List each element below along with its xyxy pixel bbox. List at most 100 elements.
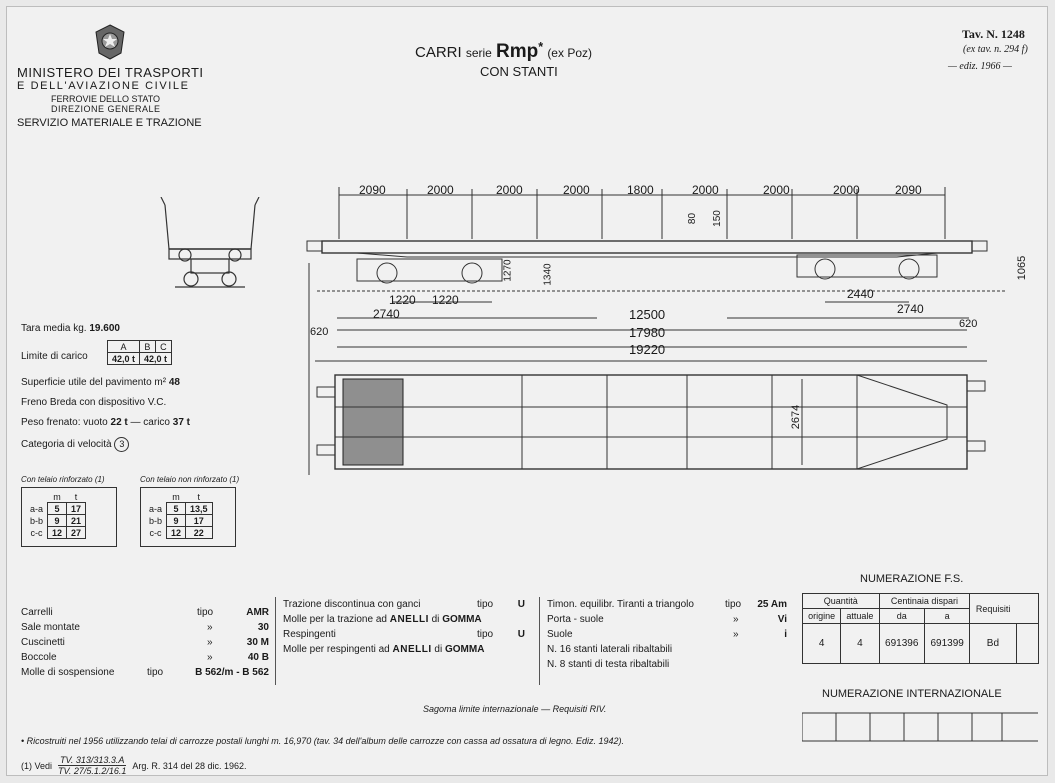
cell: 17	[66, 502, 87, 515]
cell: a-a	[30, 503, 44, 514]
component-value: 30 M	[246, 637, 269, 648]
th-t: t	[197, 491, 201, 502]
dim-top-1: 2090	[359, 183, 386, 197]
dim-1065: 1065	[1016, 255, 1029, 281]
component-row: N. 8 stanti di testa ribaltabili	[547, 657, 787, 672]
numerazione-fs-title: NUMERAZIONE F.S.	[860, 573, 964, 585]
component-row: Porta - suole»Vi	[547, 612, 787, 627]
dim-2740-left: 2740	[373, 307, 400, 321]
cell: 12	[47, 526, 68, 539]
component-label: Molle per respingenti ad	[283, 644, 390, 655]
component-value: U	[517, 629, 525, 640]
page-title: CARRI serie Rmp* (ex Poz)	[415, 40, 592, 63]
footnote-1: (1) Vedi TV. 313/313.3.A TV. 27/5.1.2/16…	[21, 755, 247, 776]
footnote-star: • Ricostruiti nel 1956 utilizzando telai…	[21, 736, 625, 746]
component-tipo: tipo	[197, 607, 214, 618]
velocita-label: Categoria di velocità	[21, 439, 112, 450]
dim-top-5: 1800	[627, 183, 654, 197]
component-label: Boccole	[21, 652, 57, 663]
freno: Freno Breda con dispositivo V.C.	[21, 397, 167, 408]
limite-col-c: C	[154, 340, 173, 353]
component-label: N. 16 stanti laterali ribaltabili	[547, 644, 673, 655]
cell: 13,5	[185, 502, 213, 515]
peso-sep: — carico	[130, 417, 170, 428]
component-label: Respingenti	[283, 629, 336, 640]
cell: 12	[166, 526, 187, 539]
component-value: U	[517, 599, 525, 610]
footnote-1-den: TV. 27/5.1.2/16.1	[58, 766, 127, 776]
h-requisiti-spacer	[1016, 593, 1039, 624]
page-subtitle: CON STANTI	[480, 64, 558, 79]
cell: a-a	[149, 503, 163, 514]
cell: 5	[166, 502, 187, 515]
divider	[275, 597, 276, 685]
component-tipo: »	[733, 629, 739, 640]
cell: 9	[47, 514, 68, 527]
wagon-side-and-plan-view	[306, 187, 1007, 475]
dim-bogie-3: 2440	[847, 287, 874, 301]
limite-col-b: B	[139, 340, 156, 353]
cell: b-b	[30, 515, 44, 526]
component-strong: ANELLI	[392, 644, 432, 655]
dim-2740-right: 2740	[897, 302, 924, 316]
emblem-icon	[95, 24, 125, 60]
component-tipo: tipo	[477, 599, 494, 610]
component-tipo: tipo	[477, 629, 494, 640]
component-row: Respingenti tipo U	[283, 627, 531, 642]
component-row: Cuscinetti»30 M	[21, 635, 269, 650]
row-attuale: 4	[840, 623, 880, 664]
row-a: 691399	[923, 623, 971, 664]
divider	[539, 597, 540, 685]
title-suffix: (ex Poz)	[547, 46, 592, 60]
tav-number: Tav. N. 1248	[962, 27, 1025, 41]
h-quantita: Quantità	[802, 593, 880, 609]
component-strong: ANELLI	[389, 614, 429, 625]
dim-stanti-150: 150	[711, 210, 723, 227]
row-origine: 4	[801, 623, 842, 664]
limite-table: A B C 42,0 t 42,0 t	[106, 340, 173, 365]
th-m: m	[172, 491, 180, 502]
peso-row: Peso frenato: vuoto 22 t — carico 37 t	[21, 417, 190, 428]
component-label: Carrelli	[21, 607, 53, 618]
h-requisiti: Requisiti	[969, 593, 1016, 624]
service-name: SERVIZIO MATERIALE E TRAZIONE	[17, 117, 202, 129]
footnote-1-fraction: TV. 313/313.3.A TV. 27/5.1.2/16.1	[56, 755, 128, 776]
component-mid: di	[434, 644, 443, 655]
component-label: Suole	[547, 629, 573, 640]
cell: b-b	[149, 515, 163, 526]
cell: 22	[185, 526, 213, 539]
tav-previous: (ex tav. n. 294 f)	[963, 44, 1028, 55]
sagoma-note: Sagoma limite internazionale — Requisiti…	[423, 704, 607, 714]
component-value: 25 Am	[757, 599, 787, 610]
tara-value: 19.600	[89, 323, 120, 334]
dim-12500: 12500	[629, 307, 666, 322]
numerazione-int-title: NUMERAZIONE INTERNAZIONALE	[822, 688, 1002, 700]
peso-vuoto: 22 t	[110, 417, 128, 428]
footnote-1-prefix: (1) Vedi	[21, 760, 53, 771]
dim-stanti-80: 80	[687, 212, 699, 225]
telaio-rinforzato-title: Con telaio rinforzato (1)	[21, 475, 105, 484]
component-row: Sale montate»30	[21, 620, 269, 635]
dim-1270: 1270	[502, 259, 514, 282]
wagon-end-view	[160, 197, 260, 288]
railway-line-2: DIREZIONE GENERALE	[51, 104, 161, 114]
component-tipo: tipo	[147, 667, 164, 678]
component-label: Cuscinetti	[21, 637, 65, 648]
tara-row: Tara media kg. 19.600	[21, 323, 120, 334]
numerazione-fs-table: Quantità Centinaia dispari Requisiti ori…	[801, 593, 1039, 664]
velocita-value: 3	[114, 437, 130, 452]
component-label: N. 8 stanti di testa ribaltabili	[547, 659, 670, 670]
cell: 9	[166, 514, 187, 527]
dim-top-7: 2000	[763, 183, 790, 197]
dim-top-3: 2000	[496, 183, 523, 197]
h-centinaia: Centinaia dispari	[878, 593, 971, 609]
component-tipo: »	[207, 622, 213, 633]
dim-top-8: 2000	[833, 183, 860, 197]
ministry-line-2: E DELL'AVIAZIONE CIVILE	[17, 80, 190, 92]
cell: 27	[66, 526, 87, 539]
h-a: a	[923, 608, 971, 624]
